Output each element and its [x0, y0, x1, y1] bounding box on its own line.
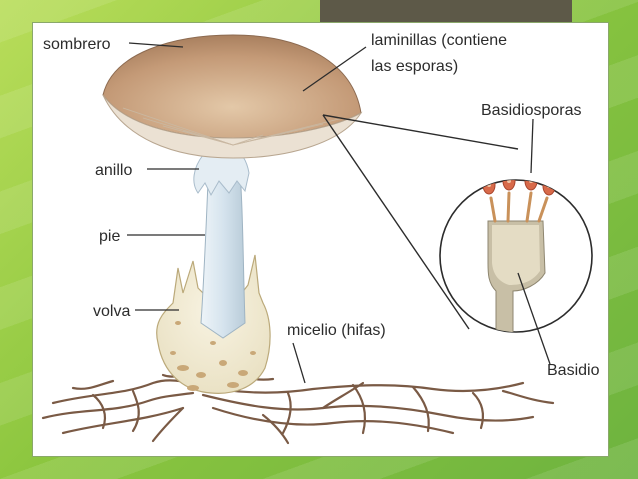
label-basidiosporas: Basidiosporas — [481, 102, 582, 119]
label-micelio: micelio (hifas) — [287, 322, 386, 339]
basidium-magnification — [439, 179, 593, 333]
label-sombrero: sombrero — [43, 36, 111, 53]
label-volva: volva — [93, 303, 130, 320]
leader-lines — [127, 42, 551, 384]
label-pie: pie — [99, 228, 120, 245]
mushroom-diagram: sombrero laminillas (contiene las espora… — [41, 32, 600, 445]
diagram-panel: sombrero laminillas (contiene las espora… — [32, 22, 609, 457]
label-basidio: Basidio — [547, 362, 600, 379]
cap-shape — [102, 34, 363, 159]
zoom-lines — [322, 114, 519, 330]
label-anillo: anillo — [95, 162, 132, 179]
mycelium-hyphae — [41, 369, 555, 445]
label-laminillas-line2: las esporas) — [371, 58, 458, 75]
label-laminillas-line1: laminillas (contiene — [371, 32, 507, 49]
